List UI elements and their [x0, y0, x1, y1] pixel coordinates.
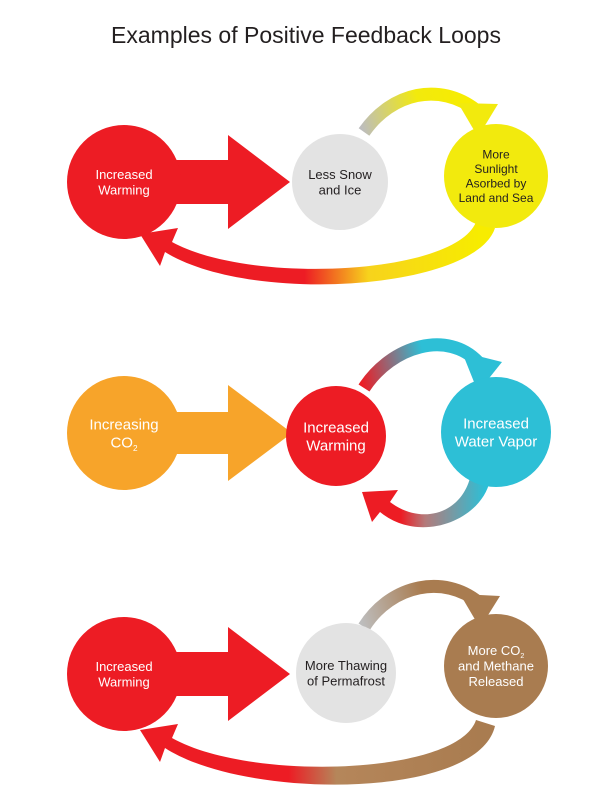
arrow-2-bottom-curve [362, 478, 490, 528]
node-2-3-label-line: Water Vapor [455, 433, 538, 450]
node-1-2-label-line: and Ice [319, 182, 362, 197]
node-3-1-circle [67, 617, 181, 731]
node-2-2-label-line: Warming [306, 437, 365, 454]
node-1-3-circle [444, 124, 548, 228]
arrow-3-forward [128, 627, 290, 721]
arrow-3-bottom-curve [140, 720, 495, 785]
node-1-1-circle [67, 125, 181, 239]
node-3-1-label-line: Warming [98, 674, 150, 689]
arrow-3-top-head [460, 594, 500, 628]
node-2-3-circle [441, 377, 551, 487]
arrow-1-bottom-curve [140, 222, 495, 285]
page-title: Examples of Positive Feedback Loops [111, 22, 501, 48]
node-3-2-circle [296, 623, 396, 723]
arrow-1-top-head [458, 103, 498, 137]
node-3-3-label-line: Released [469, 674, 524, 689]
arrow-2-top-curve [358, 338, 483, 392]
arrow-3-top-curve [358, 579, 483, 631]
arrow-2-forward [150, 385, 292, 481]
arrow-1-forward [128, 135, 290, 229]
node-3-1-label-line: Increased [95, 659, 152, 674]
node-1-2-label-line: Less Snow [308, 167, 372, 182]
node-1-3-label-line: More [482, 148, 510, 162]
node-1-1-label-line: Increased [95, 167, 152, 182]
node-1-2-circle [292, 134, 388, 230]
node-1-3-label-line: Land and Sea [459, 191, 534, 205]
node-1-3-label-line: Asorbed by [466, 176, 527, 190]
node-3-3-label-line: and Methane [458, 659, 534, 674]
node-3-3-label-line: More CO2​ [468, 643, 525, 660]
arrow-1-top-curve [358, 87, 480, 136]
node-1-3-label-line: Sunlight [474, 162, 518, 176]
node-2-1-label-line: Increasing [89, 416, 158, 433]
node-2-2-label-line: Increased [303, 419, 369, 436]
arrow-2-top-head [462, 352, 502, 392]
node-3-2-label-line: More Thawing [305, 658, 387, 673]
node-1-1-label-line: Warming [98, 182, 150, 197]
node-3-2-label-line: of Permafrost [307, 673, 385, 688]
node-2-3-label-line: Increased [463, 415, 529, 432]
node-2-2-circle [286, 386, 386, 486]
node-3-3-circle [444, 614, 548, 718]
node-2-1-circle [67, 376, 181, 490]
node-2-1-label-line: CO2​ [110, 434, 138, 453]
